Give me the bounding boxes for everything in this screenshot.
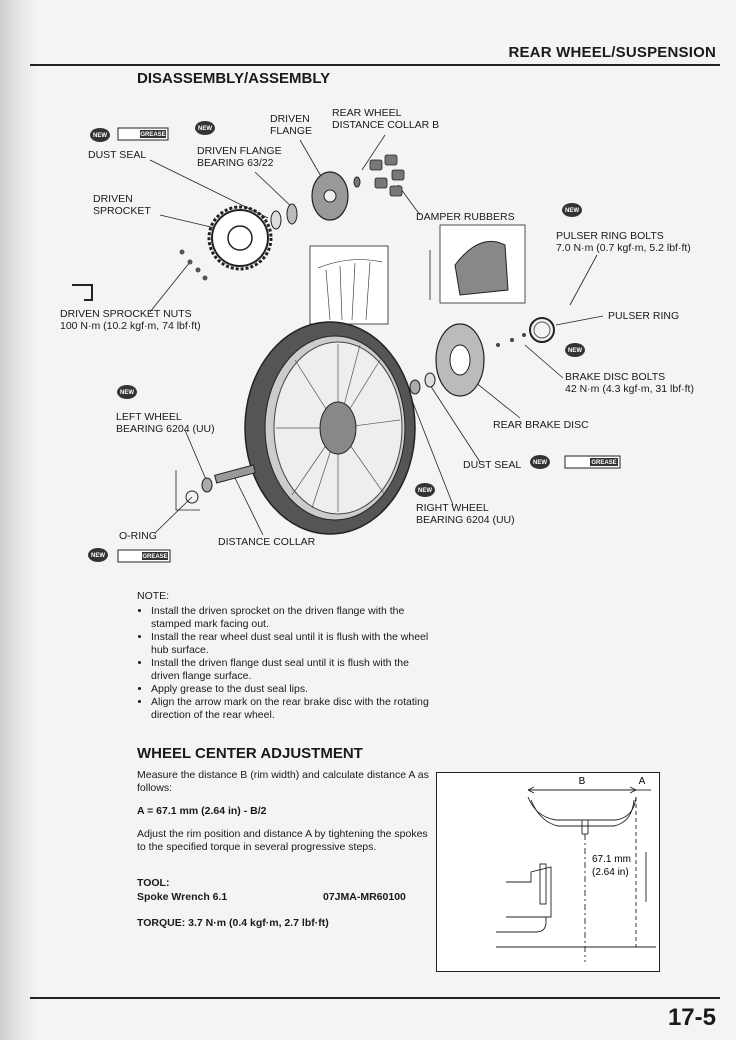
- fig-label-in: (2.64 in): [592, 867, 629, 878]
- svg-text:NEW: NEW: [198, 126, 212, 132]
- label-flange-bearing-1: DRIVEN FLANGE: [197, 145, 282, 157]
- sprocket-nuts-icon: [179, 249, 208, 281]
- damper-rubbers-icon: [369, 154, 405, 197]
- label-sprocket-1: DRIVEN: [93, 193, 133, 205]
- grease-badge-icon: GREASE: [117, 127, 169, 141]
- label-sprocket-nuts-1: DRIVEN SPROCKET NUTS: [60, 308, 192, 320]
- label-disc-bolts-2: 42 N·m (4.3 kgf·m, 31 lbf·ft): [565, 383, 694, 395]
- new-badge-icon: NEW: [562, 203, 582, 217]
- note-heading: NOTE:: [137, 590, 170, 602]
- label-left-bearing-1: LEFT WHEEL: [116, 411, 182, 423]
- distance-collar-b-icon: [353, 176, 361, 188]
- svg-text:GREASE: GREASE: [142, 554, 167, 560]
- wheel-center-formula: A = 67.1 mm (2.64 in) - B/2: [137, 805, 267, 817]
- svg-text:NEW: NEW: [568, 348, 582, 354]
- page-spine-shadow: [0, 0, 38, 1040]
- fig-label-a: A: [639, 776, 646, 787]
- note-block: NOTE: Install the driven sprocket on the…: [137, 590, 429, 722]
- svg-text:NEW: NEW: [418, 488, 432, 494]
- label-driven-flange-1: DRIVEN: [270, 113, 310, 125]
- label-dust-seal-top: DUST SEAL: [88, 149, 147, 161]
- label-driven-flange-2: FLANGE: [270, 125, 313, 137]
- fig-label-b: B: [579, 776, 586, 787]
- note-item: Install the driven flange dust seal unti…: [151, 657, 429, 683]
- driven-sprocket-icon: [207, 205, 273, 271]
- label-right-bearing-2: BEARING 6204 (UU): [416, 514, 515, 526]
- fig-label-mm: 67.1 mm: [592, 854, 631, 865]
- note-item: Align the arrow mark on the rear brake d…: [151, 696, 429, 722]
- new-badge-icon: NEW: [415, 483, 435, 497]
- label-dust-seal-bottom: DUST SEAL: [463, 459, 522, 471]
- label-sprocket-2: SPROCKET: [93, 205, 151, 217]
- new-badge-icon: NEW: [195, 121, 215, 135]
- label-rear-brake-disc: REAR BRAKE DISC: [493, 419, 589, 431]
- label-disc-bolts-1: BRAKE DISC BOLTS: [565, 371, 666, 383]
- note-item: Install the driven sprocket on the drive…: [151, 605, 429, 631]
- rear-wheel-icon: [244, 321, 416, 535]
- new-badge-icon: NEW: [530, 455, 550, 469]
- grease-badge-icon: GREASE: [117, 549, 171, 563]
- label-pulser-bolts-2: 7.0 N·m (0.7 kgf·m, 5.2 lbf·ft): [556, 242, 691, 254]
- svg-text:GREASE: GREASE: [591, 460, 616, 466]
- bearing-icon: [286, 203, 298, 225]
- label-pulser-bolts-1: PULSER RING BOLTS: [556, 230, 664, 242]
- new-badge-icon: NEW: [565, 343, 585, 357]
- o-ring-icon: [185, 490, 199, 504]
- label-flange-bearing-2: BEARING 63/22: [197, 157, 274, 169]
- label-rear-collar-2: DISTANCE COLLAR B: [332, 119, 440, 131]
- label-o-ring: O-RING: [119, 530, 157, 542]
- pulser-ring-icon: [529, 317, 555, 343]
- note-item: Apply grease to the dust seal lips.: [151, 683, 429, 696]
- label-damper-rubbers: DAMPER RUBBERS: [416, 211, 515, 223]
- footer-rule: [30, 997, 720, 999]
- label-rear-collar-1: REAR WHEEL: [332, 107, 402, 119]
- wheel-center-intro: Measure the distance B (rim width) and c…: [137, 769, 429, 794]
- svg-text:NEW: NEW: [565, 208, 579, 214]
- new-badge-icon: NEW: [88, 548, 108, 562]
- new-badge-icon: NEW: [90, 128, 110, 142]
- tool-name: Spoke Wrench 6.1: [137, 891, 228, 903]
- section-header: REAR WHEEL/SUSPENSION: [508, 44, 716, 61]
- distance-collar-icon: [214, 464, 256, 484]
- wheel-center-figure: B A 67.1 mm (2.64 in): [436, 772, 660, 972]
- wheel-center-adjust: Adjust the rim position and distance A b…: [137, 828, 428, 853]
- lock-icon: [72, 284, 93, 301]
- label-left-bearing-2: BEARING 6204 (UU): [116, 423, 215, 435]
- svg-text:NEW: NEW: [91, 553, 105, 559]
- dust-seal-icon: [270, 210, 282, 230]
- svg-text:NEW: NEW: [533, 460, 547, 466]
- label-right-bearing-1: RIGHT WHEEL: [416, 502, 489, 514]
- note-item: Install the rear wheel dust seal until i…: [151, 631, 429, 657]
- svg-text:NEW: NEW: [93, 133, 107, 139]
- svg-text:NEW: NEW: [120, 390, 134, 396]
- page-number: 17-5: [667, 1004, 716, 1031]
- page-title: DISASSEMBLY/ASSEMBLY: [137, 70, 331, 87]
- exploded-diagram: NEW GREASE NEW NEW NEW NEW NEW GREASE NE…: [72, 121, 621, 563]
- header-rule: [30, 64, 720, 66]
- tool-heading: TOOL:: [137, 877, 170, 889]
- left-bearing-icon: [201, 477, 213, 493]
- grease-badge-icon: GREASE: [564, 455, 621, 469]
- label-sprocket-nuts-2: 100 N·m (10.2 kgf·m, 74 lbf·ft): [60, 320, 201, 332]
- torque-spec: TORQUE: 3.7 N·m (0.4 kgf·m, 2.7 lbf·ft): [137, 917, 329, 929]
- svg-text:GREASE: GREASE: [140, 132, 165, 138]
- new-badge-icon: NEW: [117, 385, 137, 399]
- wheel-center-title: WHEEL CENTER ADJUSTMENT: [137, 745, 363, 762]
- tool-number: 07JMA-MR60100: [323, 891, 406, 903]
- label-pulser-ring: PULSER RING: [608, 310, 680, 322]
- label-distance-collar: DISTANCE COLLAR: [218, 536, 316, 548]
